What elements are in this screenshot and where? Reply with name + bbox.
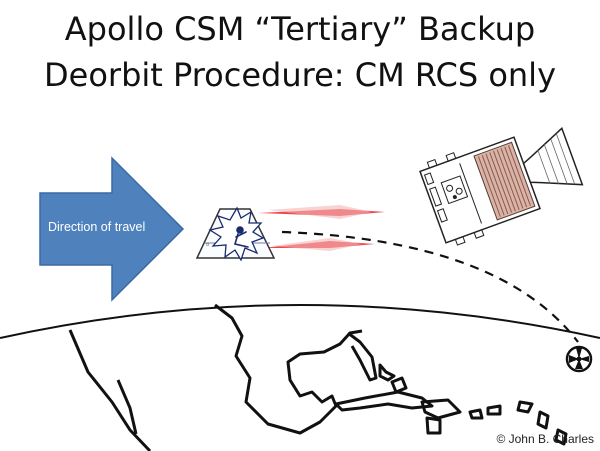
svg-text:¤: ¤ [206, 242, 209, 248]
earth-horizon [0, 304, 600, 339]
direction-arrow [39, 156, 185, 302]
page-title-line-1: Apollo CSM “Tertiary” Backup [64, 10, 536, 48]
landing-marker [565, 345, 593, 373]
burst-emblem [208, 206, 265, 262]
rcs-thruster-plumes [258, 205, 385, 251]
copyright-credit: © John B. Charles [496, 432, 594, 446]
coastline-map [68, 303, 568, 451]
page-title-line-2: Deorbit Procedure: CM RCS only [44, 56, 556, 94]
service-module [419, 126, 584, 246]
direction-arrow-label: Direction of travel [48, 220, 146, 234]
command-module: ¤ [195, 206, 276, 262]
deorbit-trajectory [281, 230, 579, 343]
